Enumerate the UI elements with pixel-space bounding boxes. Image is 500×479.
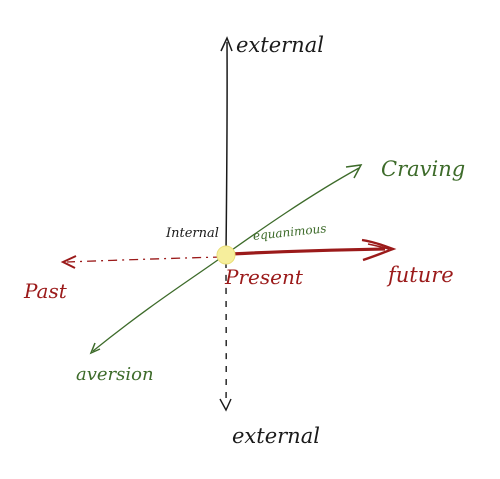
past-axis [67,257,222,262]
label-aversion: aversion [76,364,154,385]
arrow-down-icon [220,399,231,410]
label-past: Past [24,279,67,303]
label-internal: Internal [166,226,219,241]
present-point [217,246,235,264]
label-external-top: external [236,33,324,57]
aversion-arrow-icon [91,343,100,353]
label-future: future [388,263,454,287]
future-axis [230,249,385,254]
label-external-bottom: external [232,424,320,448]
label-craving: Craving [381,157,465,181]
label-present: Present [225,265,303,289]
external-axis-up [226,42,227,255]
